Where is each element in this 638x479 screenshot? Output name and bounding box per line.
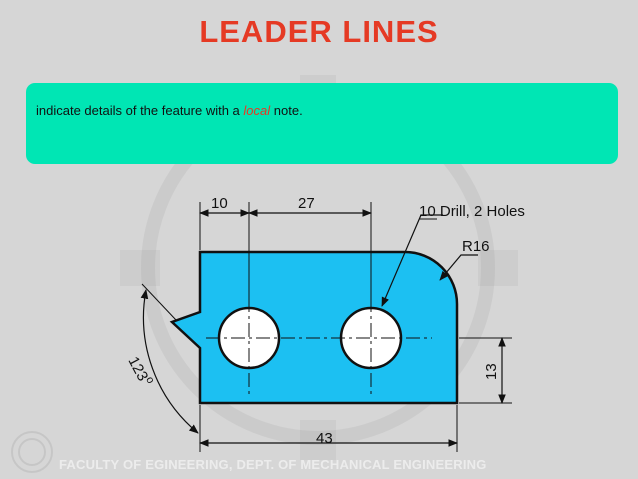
center-lines xyxy=(206,298,432,395)
radius-label: R16 xyxy=(462,238,490,255)
height-label: 13 xyxy=(483,363,500,380)
note-prefix: indicate details of the feature with a xyxy=(36,103,244,118)
note-box xyxy=(26,83,618,164)
dim-arc-123 xyxy=(140,289,199,434)
width-label: 43 xyxy=(316,430,333,447)
part-outline xyxy=(169,250,459,405)
note-suffix: note. xyxy=(270,103,303,118)
note-highlight: local xyxy=(243,103,271,118)
hole-note-text: Drill, 2 Holes xyxy=(436,203,525,220)
angle-label: 123o xyxy=(124,352,156,389)
leader-drill xyxy=(381,214,443,307)
dim-text-10: 10 xyxy=(211,195,228,212)
hole-note-number: 10 xyxy=(419,203,436,220)
extension-lines xyxy=(141,202,512,452)
note-text: indicate details of the feature with a l… xyxy=(36,103,303,118)
leader-radius xyxy=(439,254,478,281)
dim-text-27: 27 xyxy=(298,195,315,212)
slide-title: LEADER LINES xyxy=(199,14,439,49)
hole-note: 10 Drill, 2 Holes xyxy=(419,203,525,220)
footer-text: FACULTY OF EGINEERING, DEPT. OF MECHANIC… xyxy=(59,457,487,472)
angle-degree: o xyxy=(143,375,156,386)
